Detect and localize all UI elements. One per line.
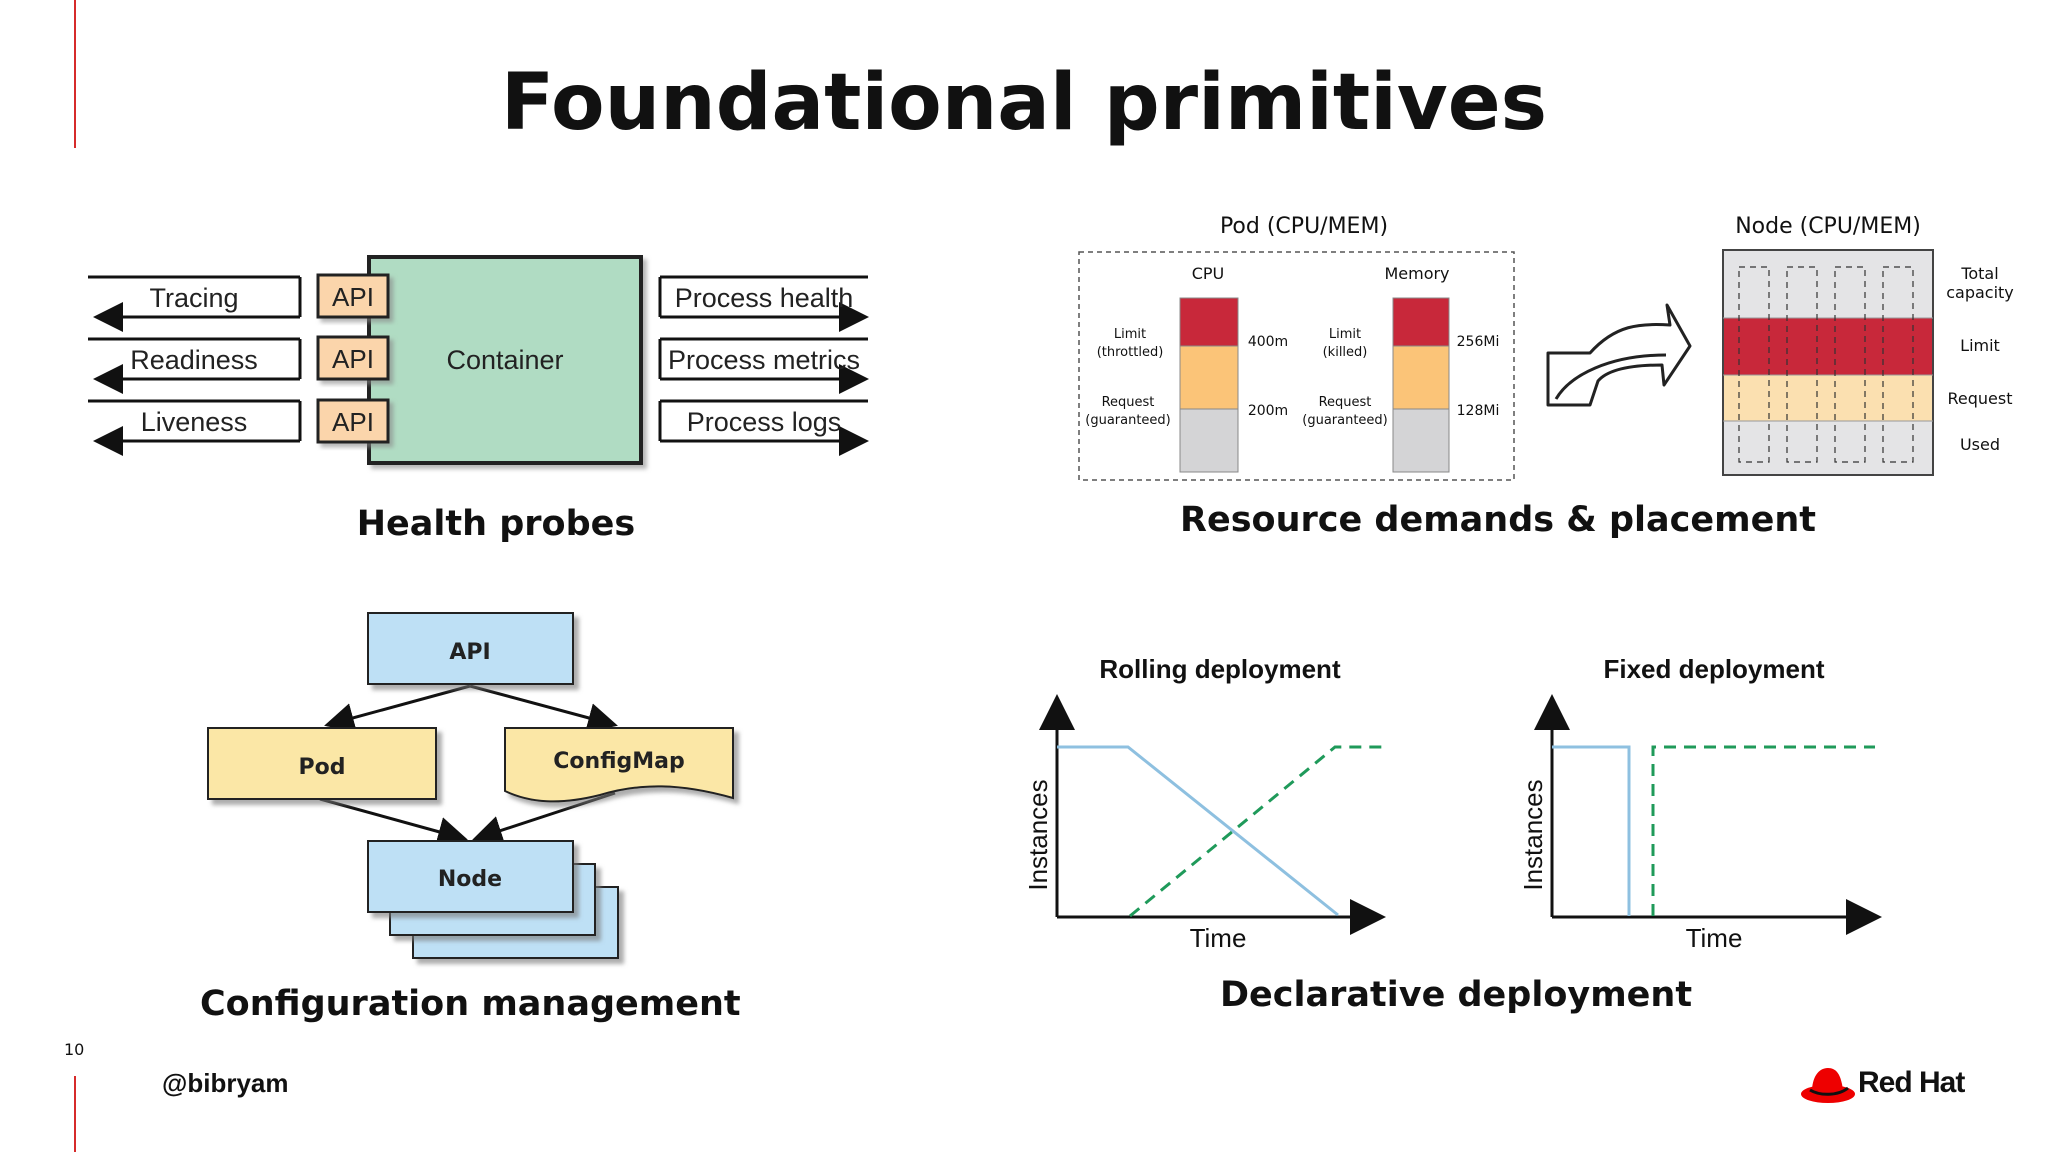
- svg-text:API: API: [332, 344, 374, 374]
- probe-row-tracing: Tracing: [88, 275, 302, 332]
- svg-text:(throttled): (throttled): [1097, 345, 1164, 360]
- svg-text:capacity: capacity: [1946, 283, 2014, 302]
- declarative-diagram: Rolling deployment Instances Time Fixed …: [1023, 654, 1882, 953]
- svg-text:Request: Request: [1948, 389, 2013, 408]
- node-title: Node (CPU/MEM): [1735, 214, 1921, 239]
- cpu-request-value: 200m: [1248, 403, 1288, 419]
- container-box: [367, 255, 643, 465]
- svg-text:Instances: Instances: [1518, 779, 1548, 890]
- api-box-3: API: [316, 398, 390, 444]
- pod-title: Pod (CPU/MEM): [1220, 214, 1388, 239]
- api-box-1: API: [316, 273, 390, 319]
- svg-text:(killed): (killed): [1323, 345, 1368, 360]
- svg-text:Time: Time: [1190, 923, 1247, 953]
- config-pod-box: Pod: [207, 727, 437, 800]
- health-probes-diagram: Container Tracing Readiness Liveness API…: [88, 255, 869, 465]
- fixed-title: Fixed deployment: [1603, 654, 1824, 684]
- svg-text:API: API: [332, 407, 374, 437]
- declarative-caption: Declarative deployment: [1220, 975, 1693, 1015]
- slide-number: 10: [64, 1040, 85, 1059]
- svg-text:Request: Request: [1319, 395, 1372, 410]
- rolling-title: Rolling deployment: [1099, 654, 1341, 684]
- rolling-deployment-chart: Rolling deployment Instances Time: [1023, 654, 1386, 953]
- memory-label: Memory: [1384, 264, 1449, 283]
- accent-line-bottom: [74, 1076, 76, 1152]
- svg-text:API: API: [332, 282, 374, 312]
- redhat-logo: Red Hat: [1800, 1062, 1980, 1112]
- resource-demands-diagram: Pod (CPU/MEM) Node (CPU/MEM) CPU Memory …: [1078, 214, 2014, 481]
- svg-text:Time: Time: [1686, 923, 1743, 953]
- svg-text:Used: Used: [1960, 435, 2000, 454]
- mem-limit-value: 256Mi: [1457, 334, 1500, 350]
- health-probes-caption: Health probes: [356, 504, 636, 544]
- brand-name: Red Hat: [1858, 1066, 1965, 1099]
- probe-row-liveness: Liveness: [88, 399, 302, 456]
- probe-label: Liveness: [141, 407, 248, 437]
- rolling-new-series: [1129, 745, 1383, 918]
- output-row-process-metrics: Process metrics: [658, 337, 869, 394]
- svg-text:Total: Total: [1960, 264, 1998, 283]
- config-api-box: API: [367, 612, 574, 685]
- accent-line-top: [74, 0, 76, 148]
- config-node-stack: Node: [367, 840, 619, 959]
- slide-title: Foundational primitives: [500, 58, 1548, 148]
- resource-demands-caption: Resource demands & placement: [1180, 500, 1816, 540]
- svg-text:Pod: Pod: [299, 755, 346, 780]
- probe-row-readiness: Readiness: [88, 337, 302, 394]
- fixed-new-series: [1651, 745, 1875, 916]
- api-box-2: API: [316, 335, 390, 381]
- svg-text:Limit: Limit: [1114, 327, 1146, 342]
- output-label: Process metrics: [668, 345, 860, 375]
- svg-text:Node: Node: [438, 867, 502, 892]
- svg-text:Limit: Limit: [1960, 336, 2000, 355]
- svg-text:Instances: Instances: [1023, 779, 1053, 890]
- output-label: Process logs: [687, 407, 842, 437]
- cpu-limit-value: 400m: [1248, 334, 1288, 350]
- mem-request-value: 128Mi: [1457, 403, 1500, 419]
- cpu-bar: [1179, 297, 1239, 473]
- probe-label: Tracing: [149, 283, 238, 313]
- configuration-caption: Configuration management: [200, 984, 741, 1024]
- fixed-deployment-chart: Fixed deployment Instances Time: [1518, 654, 1882, 953]
- node-capacity-box: [1722, 249, 1934, 476]
- pod-box: [1078, 251, 1515, 481]
- memory-bar: [1392, 297, 1450, 473]
- output-row-process-health: Process health: [658, 275, 869, 332]
- config-configmap-box: ConfigMap: [504, 727, 734, 803]
- author-handle: @bibryam: [162, 1068, 289, 1098]
- output-row-process-logs: Process logs: [658, 399, 869, 456]
- placement-arrow-icon: [1546, 303, 1692, 407]
- output-label: Process health: [675, 283, 854, 313]
- container-label: Container: [446, 345, 563, 375]
- rolling-old-series: [1057, 745, 1339, 917]
- svg-text:(guaranteed): (guaranteed): [1302, 413, 1388, 428]
- cpu-label: CPU: [1192, 264, 1225, 283]
- svg-text:ConfigMap: ConfigMap: [553, 749, 684, 774]
- fixed-old-series: [1552, 745, 1631, 916]
- redhat-hat-icon: [1801, 1068, 1855, 1103]
- svg-text:API: API: [449, 640, 490, 665]
- probe-label: Readiness: [130, 345, 258, 375]
- svg-text:Request: Request: [1102, 395, 1155, 410]
- configuration-diagram: API Pod ConfigMap Node: [207, 612, 734, 959]
- svg-text:(guaranteed): (guaranteed): [1085, 413, 1171, 428]
- svg-text:Limit: Limit: [1329, 327, 1361, 342]
